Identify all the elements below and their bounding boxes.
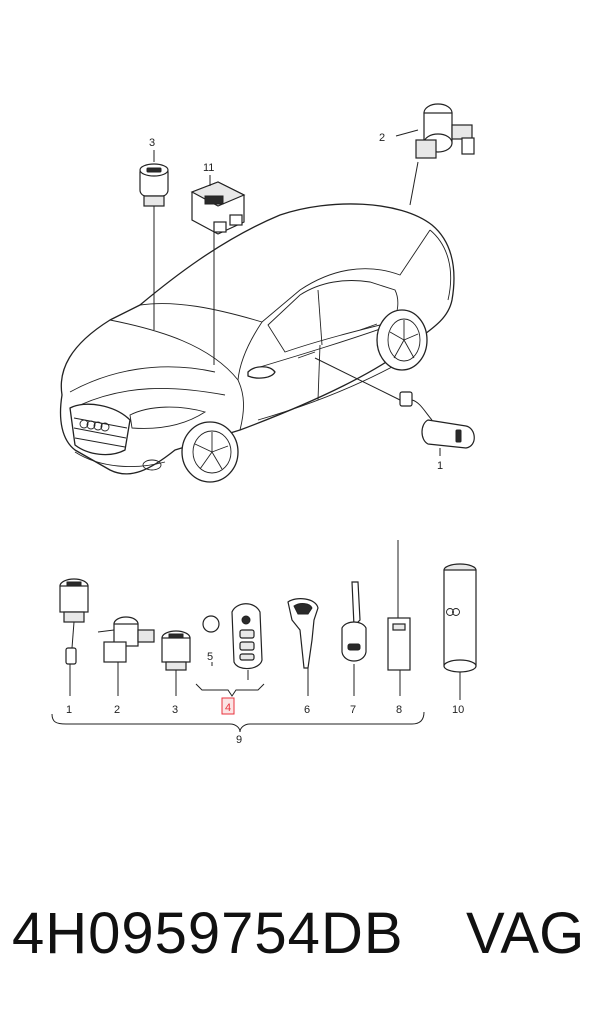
parts-diagram: 3 11 2 1: [51, 103, 477, 746]
bracket-4: [195, 683, 265, 697]
part-number: 4H0959754DB: [12, 901, 404, 966]
callout-8-bottom: 8: [396, 704, 402, 716]
car-illustration: [59, 203, 455, 483]
kit-part-2: [97, 616, 155, 696]
part-2-ignition-lock: [395, 103, 475, 206]
part-11-control-module: [190, 175, 246, 365]
callout-7-bottom: 7: [350, 704, 356, 716]
callout-2-bottom: 2: [114, 704, 120, 716]
kit-part-6-key-blade: [287, 598, 319, 696]
audi-logo-icon: [79, 419, 110, 432]
rear-wheel: [376, 309, 428, 371]
callout-2-top: 2: [379, 132, 385, 144]
brace-9: [51, 711, 425, 733]
callout-3-top: 3: [149, 137, 155, 149]
part-3-lock-cylinder: [139, 150, 169, 330]
kit-part-5-battery: [202, 615, 220, 666]
callout-6-bottom: 6: [304, 704, 310, 716]
brand-label: VAG: [466, 901, 585, 966]
kit-part-8-card: [387, 540, 411, 696]
kit-part-4-remote-key: [231, 603, 263, 680]
callout-1-bottom: 1: [66, 704, 72, 716]
callout-4-bottom: 4: [225, 702, 231, 714]
callout-9-bottom: 9: [236, 734, 242, 746]
kit-part-10-tube: [443, 563, 477, 700]
callout-10-bottom: 10: [452, 704, 464, 716]
kit-part-7-key: [341, 581, 367, 696]
part-1-door-cylinder: [314, 357, 475, 456]
callout-11-top: 11: [203, 162, 214, 174]
kit-part-1: [59, 578, 89, 696]
callout-5-bottom: 5: [207, 651, 213, 663]
audi-logo-icon: [446, 608, 460, 616]
callout-3-bottom: 3: [172, 704, 178, 716]
callout-4-highlight: [221, 697, 235, 715]
front-wheel: [181, 421, 239, 483]
kit-part-3: [161, 630, 191, 696]
callout-1-top: 1: [437, 460, 443, 472]
